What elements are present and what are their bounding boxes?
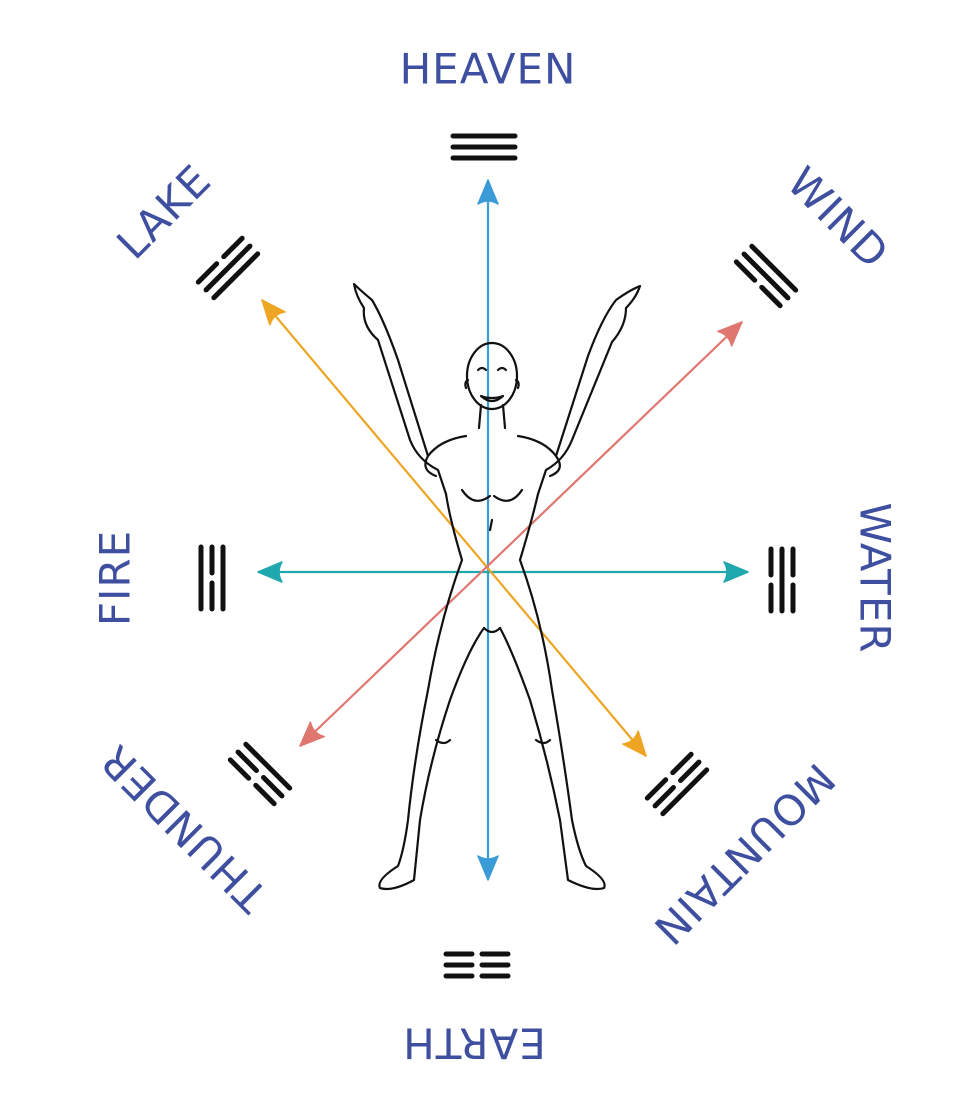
trigram-wind-icon	[733, 243, 799, 309]
label-lake: LAKE	[107, 155, 220, 268]
label-fire: FIRE	[91, 530, 140, 626]
trigram-line-broken	[235, 749, 259, 773]
arrowhead-lake-icon	[261, 299, 286, 326]
trigram-line-solid	[203, 243, 253, 293]
trigram-heaven-icon	[450, 133, 518, 161]
trigram-fire-icon	[198, 544, 226, 612]
trigram-line-broken	[227, 757, 252, 781]
arrowhead-mountain-icon	[622, 730, 647, 757]
arrowhead-thunder-icon	[299, 721, 325, 747]
trigram-line-solid	[243, 741, 293, 791]
trigrams-layer	[195, 133, 799, 979]
trigram-line-solid	[749, 243, 799, 293]
trigram-line-broken	[221, 235, 245, 260]
arrowhead-fire-icon	[257, 561, 283, 583]
trigram-line-broken	[644, 777, 669, 801]
trigram-line-broken	[733, 259, 758, 283]
trigram-lake-icon	[195, 235, 261, 301]
trigram-line-solid	[741, 251, 791, 301]
label-water: WATER	[851, 502, 900, 653]
label-mountain: MOUNTAIN	[644, 754, 844, 954]
trigram-mountain-icon	[644, 751, 710, 817]
axis-line-thunder-wind	[299, 321, 743, 747]
arrowhead-wind-icon	[717, 321, 743, 347]
trigram-line-broken	[253, 782, 277, 807]
label-wind: WIND	[778, 158, 899, 279]
arrowhead-earth-icon	[477, 855, 499, 881]
arrowhead-water-icon	[723, 561, 749, 583]
trigram-line-broken	[759, 284, 783, 309]
axis-thunder-wind	[299, 321, 743, 747]
label-heaven: HEAVEN	[400, 45, 577, 94]
trigram-earth-icon	[443, 951, 511, 979]
trigram-line-broken	[261, 775, 285, 799]
trigram-line-broken	[670, 751, 694, 776]
axis-heaven-earth	[477, 179, 499, 881]
trigram-water-icon	[768, 546, 796, 614]
trigram-line-broken	[652, 785, 676, 809]
arrowhead-heaven-icon	[477, 179, 499, 205]
trigram-line-solid	[660, 767, 710, 817]
trigram-line-broken	[195, 261, 220, 285]
human-figure-icon	[352, 282, 642, 891]
trigram-thunder-icon	[227, 741, 293, 807]
trigram-line-solid	[211, 251, 261, 301]
trigram-line-broken	[678, 759, 702, 783]
axes-layer	[257, 179, 749, 881]
label-earth: EARTH	[402, 1019, 546, 1068]
axis-fire-water	[257, 561, 749, 583]
